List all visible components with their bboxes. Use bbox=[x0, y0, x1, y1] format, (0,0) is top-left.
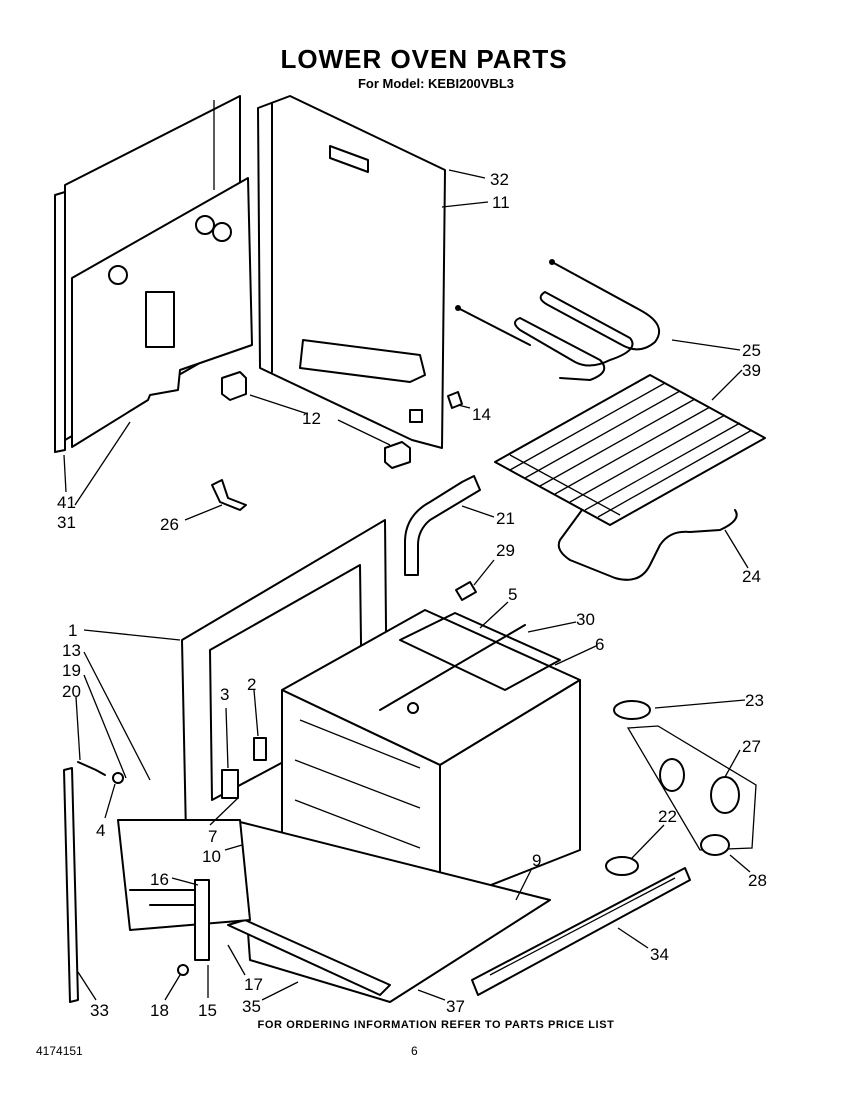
oven-rack bbox=[494, 374, 766, 526]
callout-10: 10 bbox=[202, 847, 221, 866]
small-bracket bbox=[211, 479, 247, 511]
bracket-part-3 bbox=[221, 769, 239, 799]
light-bulb bbox=[700, 834, 730, 856]
side-trim-strip bbox=[63, 767, 79, 1003]
callout-20: 20 bbox=[62, 682, 81, 701]
callout-1: 1 bbox=[68, 621, 77, 640]
callout-6: 6 bbox=[595, 635, 604, 654]
page-title: LOWER OVEN PARTS bbox=[280, 44, 568, 74]
callout-23: 23 bbox=[745, 691, 764, 710]
nut-part bbox=[177, 964, 189, 976]
washer-part bbox=[112, 772, 124, 784]
callout-13: 13 bbox=[62, 641, 81, 660]
leader-lines bbox=[63, 169, 751, 1001]
callout-3: 3 bbox=[220, 685, 229, 704]
callout-35: 35 bbox=[242, 997, 261, 1016]
callout-12: 12 bbox=[302, 409, 321, 428]
model-subtitle: For Model: KEBI200VBL3 bbox=[357, 76, 515, 91]
callout-labels: 32 11 25 39 12 14 41 31 26 21 29 24 1 5 … bbox=[57, 170, 767, 1020]
document-number: 4174151 bbox=[36, 1044, 83, 1058]
callout-34: 34 bbox=[650, 945, 669, 964]
callout-11: 11 bbox=[492, 193, 510, 212]
callout-32: 32 bbox=[490, 170, 509, 189]
callout-28: 28 bbox=[748, 871, 767, 890]
callout-15: 15 bbox=[198, 1001, 217, 1020]
callout-18: 18 bbox=[150, 1001, 169, 1020]
callout-39: 39 bbox=[742, 361, 761, 380]
door-hinge-plate bbox=[117, 819, 251, 931]
callout-7: 7 bbox=[208, 827, 217, 846]
bake-element bbox=[455, 259, 660, 381]
page-number: 6 bbox=[411, 1044, 418, 1058]
bracket-part-2 bbox=[253, 737, 267, 761]
callout-33: 33 bbox=[90, 1001, 109, 1020]
sensor-part bbox=[455, 581, 477, 601]
callout-14: 14 bbox=[472, 405, 491, 424]
callout-17: 17 bbox=[244, 975, 263, 994]
callout-22: 22 bbox=[658, 807, 677, 826]
ordering-note: FOR ORDERING INFORMATION REFER TO PARTS … bbox=[257, 1019, 615, 1031]
callout-25: 25 bbox=[742, 341, 761, 360]
light-lens bbox=[613, 700, 651, 720]
callout-4: 4 bbox=[96, 821, 105, 840]
mounting-brackets bbox=[221, 371, 411, 469]
callout-41: 41 bbox=[57, 493, 76, 512]
light-housing bbox=[626, 725, 757, 851]
broil-element bbox=[557, 509, 738, 581]
callout-24: 24 bbox=[742, 567, 761, 586]
rear-inner-wall bbox=[257, 95, 446, 449]
hinge-bar bbox=[194, 879, 210, 961]
callout-9: 9 bbox=[532, 851, 541, 870]
callout-16: 16 bbox=[150, 870, 169, 889]
callout-2: 2 bbox=[247, 675, 256, 694]
rear-outer-panel bbox=[54, 95, 253, 453]
callout-30: 30 bbox=[576, 610, 595, 629]
callout-5: 5 bbox=[508, 585, 517, 604]
sensor-knob bbox=[605, 856, 639, 876]
vent-tube bbox=[404, 475, 481, 576]
callout-19: 19 bbox=[62, 661, 81, 680]
callout-37: 37 bbox=[446, 997, 465, 1016]
callout-21: 21 bbox=[496, 509, 515, 528]
callout-27: 27 bbox=[742, 737, 761, 756]
callout-26: 26 bbox=[160, 515, 179, 534]
clip-part bbox=[447, 391, 463, 409]
vent-grille bbox=[471, 867, 691, 996]
callout-29: 29 bbox=[496, 541, 515, 560]
spring-part bbox=[77, 761, 106, 776]
callout-31: 31 bbox=[57, 513, 76, 532]
